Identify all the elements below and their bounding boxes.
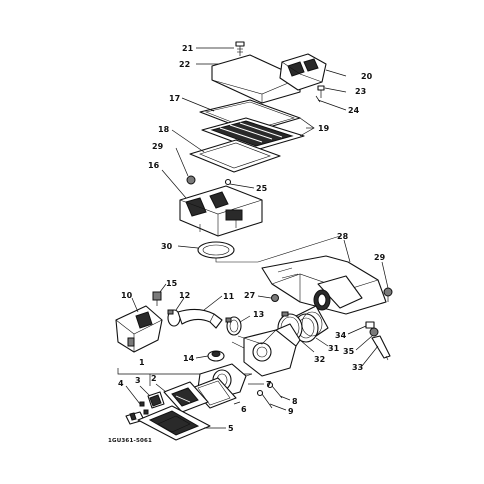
callout-22: 22 <box>179 60 190 69</box>
callout-9: 9 <box>288 407 294 416</box>
screw-24 <box>315 95 321 103</box>
screw-4 <box>139 401 149 415</box>
callout-4: 4 <box>118 379 124 388</box>
callout-23: 23 <box>355 87 366 96</box>
callout-35: 35 <box>343 347 355 356</box>
callout-6: 6 <box>241 405 247 414</box>
throttle-body <box>243 323 301 377</box>
callout-28: 28 <box>337 232 349 241</box>
screw-23 <box>317 85 325 98</box>
callout-11: 11 <box>223 292 235 301</box>
silencer-10 <box>115 305 163 353</box>
reed-petal-3 <box>147 391 165 409</box>
intake-duct-20 <box>279 53 327 91</box>
callout-17: 17 <box>169 94 180 103</box>
diagram-code: 1GU361-5061 <box>108 438 152 444</box>
screw-25 <box>224 178 232 186</box>
callout-1: 1 <box>139 358 145 367</box>
callout-30: 30 <box>161 242 173 251</box>
callout-32: 32 <box>314 355 325 364</box>
gasket-plate-5 <box>137 405 211 441</box>
reed-valve-2 <box>163 381 209 413</box>
ring-gasket-30 <box>197 241 235 259</box>
clamp-13 <box>225 316 242 336</box>
fitting-15 <box>152 291 162 306</box>
bolt-8 <box>266 381 283 399</box>
callout-31: 31 <box>328 344 340 353</box>
hose-11 <box>177 308 223 329</box>
drain-tube-33 <box>371 335 391 361</box>
foam-element-18 <box>189 139 281 173</box>
callout-25: 25 <box>256 184 268 193</box>
callout-10: 10 <box>121 291 133 300</box>
callout-13: 13 <box>253 310 264 319</box>
filter-element-19 <box>201 117 305 151</box>
callout-19: 19 <box>318 124 330 133</box>
part-34 <box>365 321 375 329</box>
callout-29: 29 <box>152 142 164 151</box>
callout-8: 8 <box>292 397 298 406</box>
cap-14 <box>207 350 225 362</box>
nut-27 <box>271 294 279 302</box>
callout-29: 29 <box>374 253 386 262</box>
callout-24: 24 <box>348 106 360 115</box>
callout-3: 3 <box>135 376 141 385</box>
callout-18: 18 <box>158 125 170 134</box>
fitting-29-top <box>186 175 196 185</box>
air-duct-28 <box>261 255 387 315</box>
callout-16: 16 <box>148 161 160 170</box>
callout-12: 12 <box>179 291 190 300</box>
callout-33: 33 <box>352 363 363 372</box>
callout-34: 34 <box>335 331 347 340</box>
air-cleaner-case-16 <box>179 185 263 237</box>
callout-7: 7 <box>266 380 272 389</box>
bolt-21 <box>235 41 245 56</box>
callout-14: 14 <box>183 354 195 363</box>
callout-2: 2 <box>151 374 157 383</box>
callout-5: 5 <box>228 424 234 433</box>
callout-15: 15 <box>166 279 178 288</box>
callout-21: 21 <box>182 44 194 53</box>
callout-27: 27 <box>244 291 255 300</box>
part-35 <box>369 327 379 337</box>
label-tag <box>125 411 145 425</box>
bolt-9 <box>256 389 273 409</box>
callout-20: 20 <box>361 72 373 81</box>
